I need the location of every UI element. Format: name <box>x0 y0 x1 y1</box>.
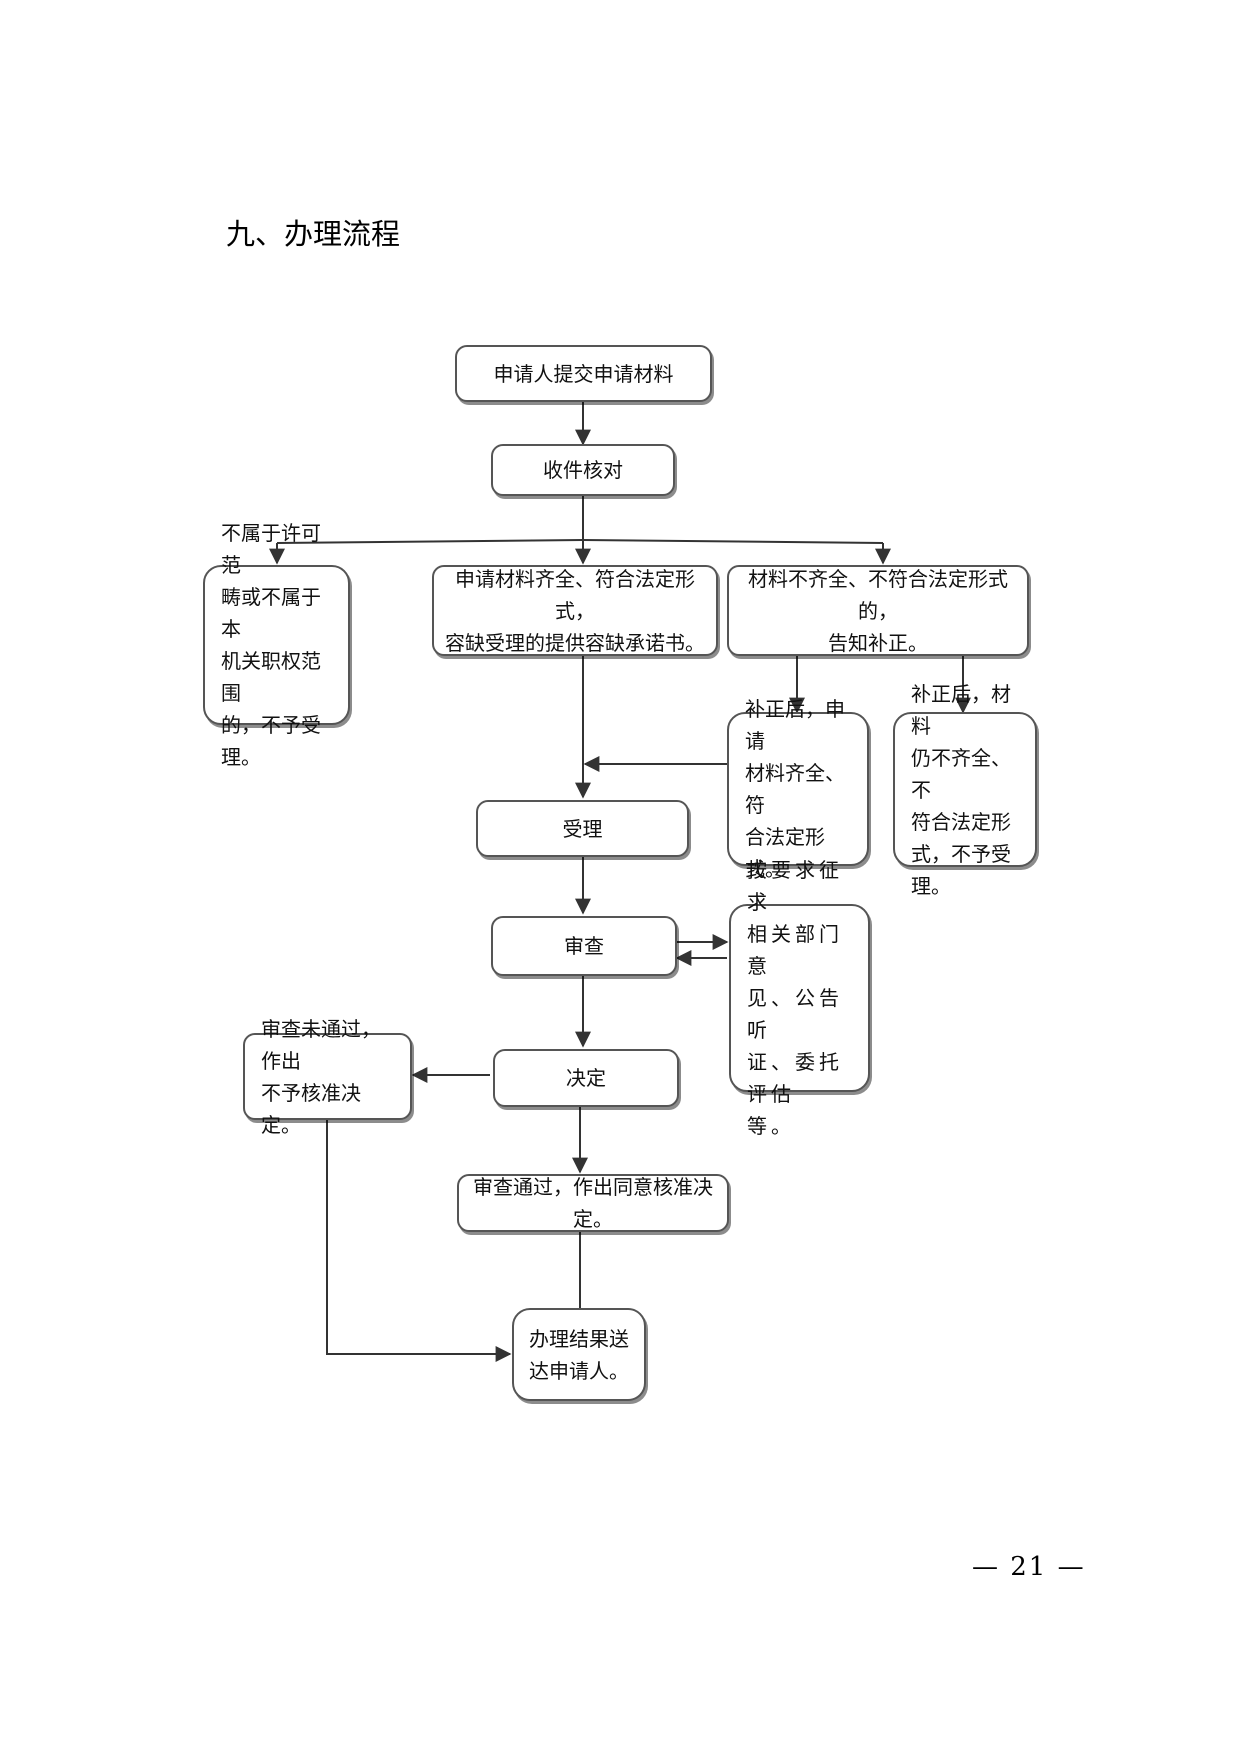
node-materials-complete: 申请材料齐全、符合法定形式， 容缺受理的提供容缺承诺书。 <box>432 565 718 656</box>
page-number: — 21 — <box>972 1552 1086 1582</box>
node-receipt-check: 收件核对 <box>491 444 675 496</box>
node-consult: 按要求征求 相关部门意 见、公告听 证、委托评估 等。 <box>729 858 870 1138</box>
node-out-of-scope: 不属于许可范 畴或不属于本 机关职权范围 的，不予受理。 <box>203 521 350 769</box>
node-corrected-incomplete: 补正后，材料 仍不齐全、不 符合法定形 式，不予受理。 <box>893 682 1037 898</box>
line-branch <box>276 538 884 544</box>
node-accept: 受理 <box>476 800 689 857</box>
node-corrected-complete: 补正后，申请 材料齐全、符 合法定形式。 <box>727 697 869 881</box>
node-materials-incomplete: 材料不齐全、不符合法定形式的， 告知补正。 <box>727 565 1029 656</box>
node-review: 审查 <box>491 916 677 976</box>
node-deliver-result: 办理结果送 达申请人。 <box>512 1308 646 1401</box>
node-reject-decision: 审查未通过，作出 不予核准决定。 <box>243 1017 412 1137</box>
section-heading: 九、办理流程 <box>226 217 401 251</box>
node-decision: 决定 <box>493 1049 679 1107</box>
node-approve-decision: 审查通过，作出同意核准决定。 <box>457 1174 729 1232</box>
arrow-reject-deliver <box>326 1120 512 1362</box>
node-submit-application: 申请人提交申请材料 <box>455 345 712 402</box>
